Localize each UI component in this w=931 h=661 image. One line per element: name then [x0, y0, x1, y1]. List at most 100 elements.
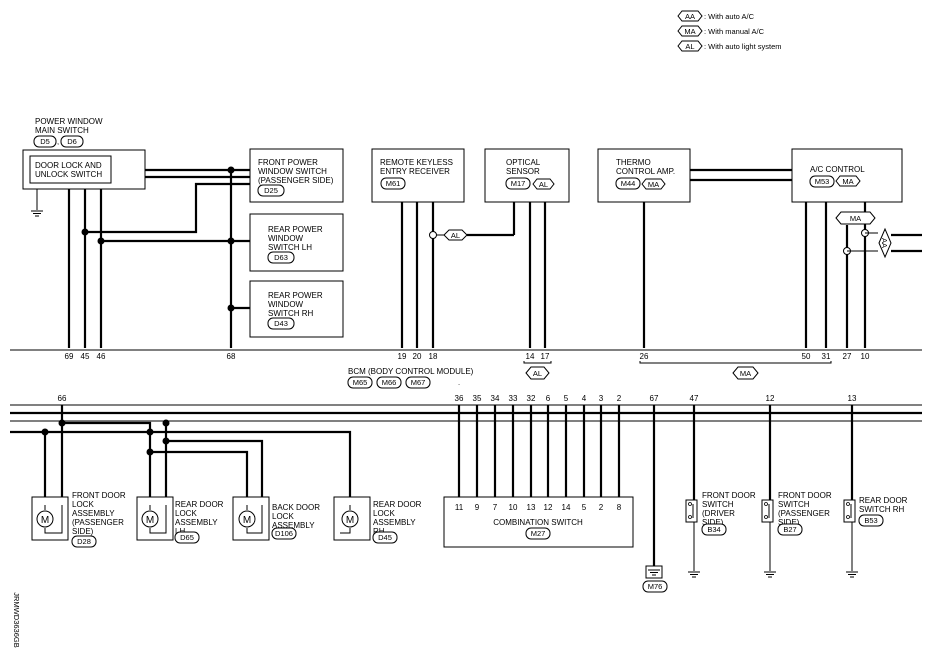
os-connector: M17: [511, 179, 526, 188]
thermo-control-amp: THERMO CONTROL AMP. M44 MA: [597, 148, 792, 348]
rdllh-line-2: LOCK: [175, 509, 197, 518]
combo-pin: 10: [509, 503, 518, 512]
pwms-inner-2: UNLOCK SWITCH: [35, 170, 102, 179]
rpwlh-line-3: SWITCH LH: [268, 243, 312, 252]
bcm-pin: 12: [766, 394, 775, 403]
legend-item-al: AL : With auto light system: [677, 40, 782, 52]
fpws-connector: D25: [264, 186, 278, 195]
rpwlh-line-2: WINDOW: [268, 234, 304, 243]
rear-door-lock-lh: M REAR DOOR LOCK ASSEMBLY LH D65: [136, 496, 224, 544]
bcm-pin: 4: [582, 394, 587, 403]
fdsp-connector: B27: [783, 525, 796, 534]
bdl-line-2: LOCK: [272, 512, 294, 521]
rdsrh-connector: B53: [864, 516, 877, 525]
motor-symbol: M: [41, 515, 49, 526]
legend-item-aa: AA : With auto A/C: [677, 10, 755, 22]
fdlp-line-1: FRONT DOOR: [72, 491, 126, 500]
ma-tag-bcm: MA: [740, 369, 751, 378]
fpws-line-1: FRONT POWER: [258, 158, 318, 167]
pwms-title-1: POWER WINDOW: [35, 117, 103, 126]
bcm-label: BCM (BODY CONTROL MODULE): [348, 367, 474, 376]
aa-tag: AA: [880, 238, 889, 248]
main-switch-wires: [67, 166, 250, 348]
bcm-pin: 69: [65, 352, 74, 361]
bcm-pin: 36: [455, 394, 464, 403]
bcm-pin: 19: [398, 352, 407, 361]
rdsrh-line-2: SWITCH RH: [859, 505, 905, 514]
rpwlh-connector: D63: [274, 253, 288, 262]
bcm-pin: 34: [491, 394, 500, 403]
combo-pin: 5: [582, 503, 587, 512]
al-tag-rke: AL: [451, 231, 460, 240]
rear-power-window-switch-rh: REAR POWER WINDOW SWITCH RH D43: [249, 280, 344, 338]
rke-line-1: REMOTE KEYLESS: [380, 158, 453, 167]
ma-tag-ac: MA: [850, 214, 861, 223]
bdl-line-1: BACK DOOR: [272, 503, 320, 512]
fdlp-connector: D28: [77, 537, 91, 546]
ground-icon: [763, 571, 777, 578]
rdsrh-line-1: REAR DOOR: [859, 496, 908, 505]
pwms-inner-box: [29, 155, 112, 184]
motor-symbol: M: [146, 515, 154, 526]
fdsp-line-1: FRONT DOOR: [778, 491, 832, 500]
bcm-pin: 13: [848, 394, 857, 403]
optical-sensor: OPTICAL SENSOR M17 AL: [484, 148, 570, 348]
bdl-line-3: ASSEMBLY: [272, 521, 315, 530]
tca-tag: MA: [648, 180, 659, 189]
bcm-connector-2: M66: [382, 378, 397, 387]
rear-door-switch-rh: REAR DOOR SWITCH RH B53: [843, 405, 908, 578]
os-line-1: OPTICAL: [506, 158, 541, 167]
bcm-connector-3: M67: [411, 378, 426, 387]
rpwrh-line-3: SWITCH RH: [268, 309, 314, 318]
bcm-pin: 2: [617, 394, 622, 403]
motor-symbol: M: [243, 515, 251, 526]
legend-text-aa: : With auto A/C: [704, 12, 755, 21]
fdlp-line-3: ASSEMBLY: [72, 509, 115, 518]
pwms-title-2: MAIN SWITCH: [35, 126, 89, 135]
tca-connector: M44: [621, 179, 636, 188]
combo-pin: 8: [617, 503, 622, 512]
rpwlh-line-1: REAR POWER: [268, 225, 323, 234]
bcm-pin: 67: [650, 394, 659, 403]
front-door-lock-passenger: M FRONT DOOR LOCK ASSEMBLY (PASSENGER SI…: [31, 491, 126, 548]
legend-code-al: AL: [685, 42, 694, 51]
ground-icon: [845, 571, 859, 578]
bcm-pin: 31: [822, 352, 831, 361]
ground-icon: [30, 210, 44, 217]
rdlrh-line-2: LOCK: [373, 509, 395, 518]
bcm-module: 69 45 46 68 19 20 18 14 17 26 50 31 27 1…: [10, 349, 922, 422]
door-lock-wires: [10, 405, 352, 505]
tca-line-1: THERMO: [616, 158, 651, 167]
ac-control: A/C CONTROL M53 MA MA AA: [791, 148, 922, 348]
bcm-pin: 18: [429, 352, 438, 361]
bcm-pin: 6: [546, 394, 551, 403]
motor-icon: [238, 510, 256, 528]
rdlrh-line-3: ASSEMBLY: [373, 518, 416, 527]
bcm-pin: 66: [58, 394, 67, 403]
legend-item-ma: MA : With manual A/C: [677, 25, 765, 37]
side-code: JRMWD3636GB: [12, 592, 21, 647]
acc-connector: M53: [815, 177, 830, 186]
combo-pin: 12: [544, 503, 553, 512]
fdsp-line-4: SIDE): [778, 518, 800, 527]
bcm-dot: .: [458, 378, 460, 387]
bcm-pin: 46: [97, 352, 106, 361]
legend-text-ma: : With manual A/C: [704, 27, 765, 36]
m76-connector: M76: [648, 582, 663, 591]
ground-icon: [687, 571, 701, 578]
combo-label: COMBINATION SWITCH: [493, 518, 583, 527]
front-door-switch-passenger: FRONT DOOR SWITCH (PASSENGER SIDE) B27: [761, 405, 832, 578]
remote-keyless-entry-receiver: REMOTE KEYLESS ENTRY RECEIVER M61 AL: [371, 148, 514, 348]
fdsd-line-2: SWITCH: [702, 500, 734, 509]
combination-switch: 11 9 7 10 13 12 14 5 2 8 COMBINATION SWI…: [443, 405, 634, 548]
combo-pin: 7: [493, 503, 498, 512]
rpwrh-connector: D43: [274, 319, 288, 328]
al-tag-bcm: AL: [533, 369, 542, 378]
motor-icon: [141, 510, 159, 528]
acc-line-1: A/C CONTROL: [810, 165, 865, 174]
bcm-pin: 5: [564, 394, 569, 403]
fpws-line-2: WINDOW SWITCH: [258, 167, 327, 176]
rpwrh-line-2: WINDOW: [268, 300, 304, 309]
rpwrh-line-1: REAR POWER: [268, 291, 323, 300]
